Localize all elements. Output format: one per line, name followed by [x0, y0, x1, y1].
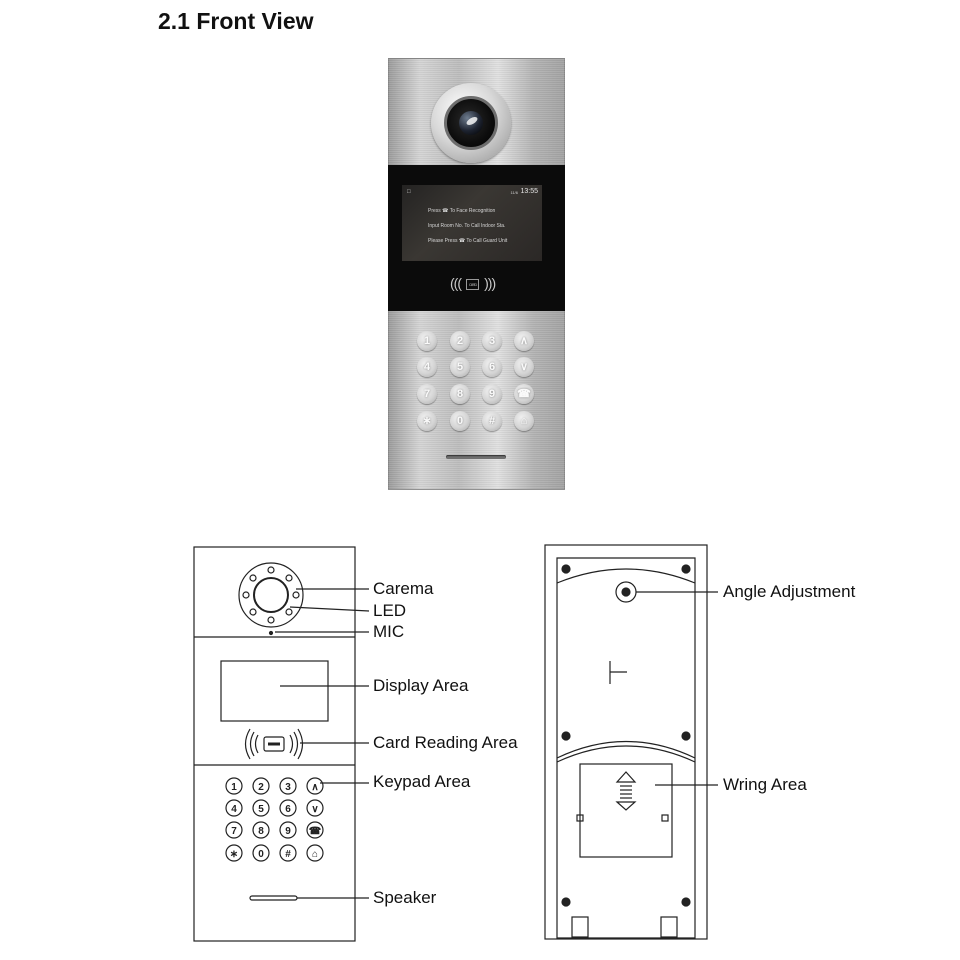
label-led: LED [373, 601, 407, 620]
diagram-key: 5 [258, 804, 264, 815]
keypad-key: ∗ [417, 411, 437, 431]
camera-icon [238, 562, 304, 628]
wiring-arrow-icon [615, 771, 637, 811]
keypad-key: 1 [417, 331, 437, 351]
label-display-area: Display Area [373, 676, 469, 695]
label-speaker: Speaker [373, 888, 437, 907]
diagram-key: ∨ [311, 804, 318, 815]
label-camera: Carema [373, 579, 434, 598]
diagram-key: ∧ [311, 782, 318, 793]
diagram-key: ☎ [309, 826, 321, 837]
screen-line: Please Press ☎ To Call Guard Unit [428, 238, 508, 244]
section-heading: 2.1 Front View [158, 8, 314, 34]
back-plate [556, 557, 696, 939]
back-outline [544, 544, 708, 940]
keypad-key: ∧ [514, 331, 534, 351]
screen-signal: 11/6 [510, 190, 519, 195]
diagram-key: 9 [285, 826, 291, 837]
diagram-key: 0 [258, 849, 264, 860]
keypad-key: 8 [450, 384, 470, 404]
card-reader-icon [244, 728, 304, 760]
diagram-key: 8 [258, 826, 264, 837]
screen-time: 13:55 [520, 188, 538, 195]
device-screen: □ 11/6 13:55 Press ☎ To Face Recognition… [402, 185, 542, 261]
diagram-key: 3 [285, 782, 291, 793]
card-reader-icon: ((( CARD ))) [450, 275, 496, 291]
label-wiring-area: Wring Area [723, 775, 807, 794]
diagram-keypad [225, 777, 324, 862]
message-icon: □ [407, 189, 411, 195]
diagram-key: 6 [285, 804, 291, 815]
front-outline [193, 546, 356, 942]
keypad-key: 6 [482, 357, 502, 377]
keypad-key: ∨ [514, 357, 534, 377]
keypad-key: 4 [417, 357, 437, 377]
diagram-key: ∗ [230, 849, 238, 860]
speaker-slot [446, 455, 506, 459]
keypad-key: 7 [417, 384, 437, 404]
display-outline [220, 660, 329, 722]
keypad-key: # [482, 411, 502, 431]
device-photo: □ 11/6 13:55 Press ☎ To Face Recognition… [388, 58, 565, 490]
label-mic: MIC [373, 622, 405, 641]
keypad-key: 3 [482, 331, 502, 351]
screen-line: Input Room No. To Call Indoor Sta. [428, 223, 506, 229]
keypad-key: ☎ [514, 384, 534, 404]
diagram-key: 1 [231, 782, 237, 793]
keypad-key: 5 [450, 357, 470, 377]
wiring-window [579, 763, 673, 858]
diagram-key: 2 [258, 782, 264, 793]
diagram-key: 7 [231, 826, 237, 837]
device-keypad: 1 2 3 ∧ 4 5 6 ∨ 7 8 9 ☎ ∗ 0 # ⌂ [415, 329, 539, 431]
keypad-key: ⌂ [514, 411, 534, 431]
display-panel: □ 11/6 13:55 Press ☎ To Face Recognition… [388, 165, 565, 311]
diagram-key: # [285, 849, 291, 860]
label-card-reading-area: Card Reading Area [373, 733, 518, 752]
diagram-key: 4 [231, 804, 237, 815]
diagram-key: ⌂ [312, 849, 318, 860]
keypad-key: 9 [482, 384, 502, 404]
keypad-key: 0 [450, 411, 470, 431]
label-keypad-area: Keypad Area [373, 772, 471, 791]
screen-line: Press ☎ To Face Recognition [428, 208, 496, 214]
mic-hole-icon [268, 630, 274, 636]
label-angle-adjustment: Angle Adjustment [723, 582, 856, 601]
keypad-key: 2 [450, 331, 470, 351]
speaker-slot-outline [249, 895, 298, 901]
camera-icon [431, 83, 511, 163]
